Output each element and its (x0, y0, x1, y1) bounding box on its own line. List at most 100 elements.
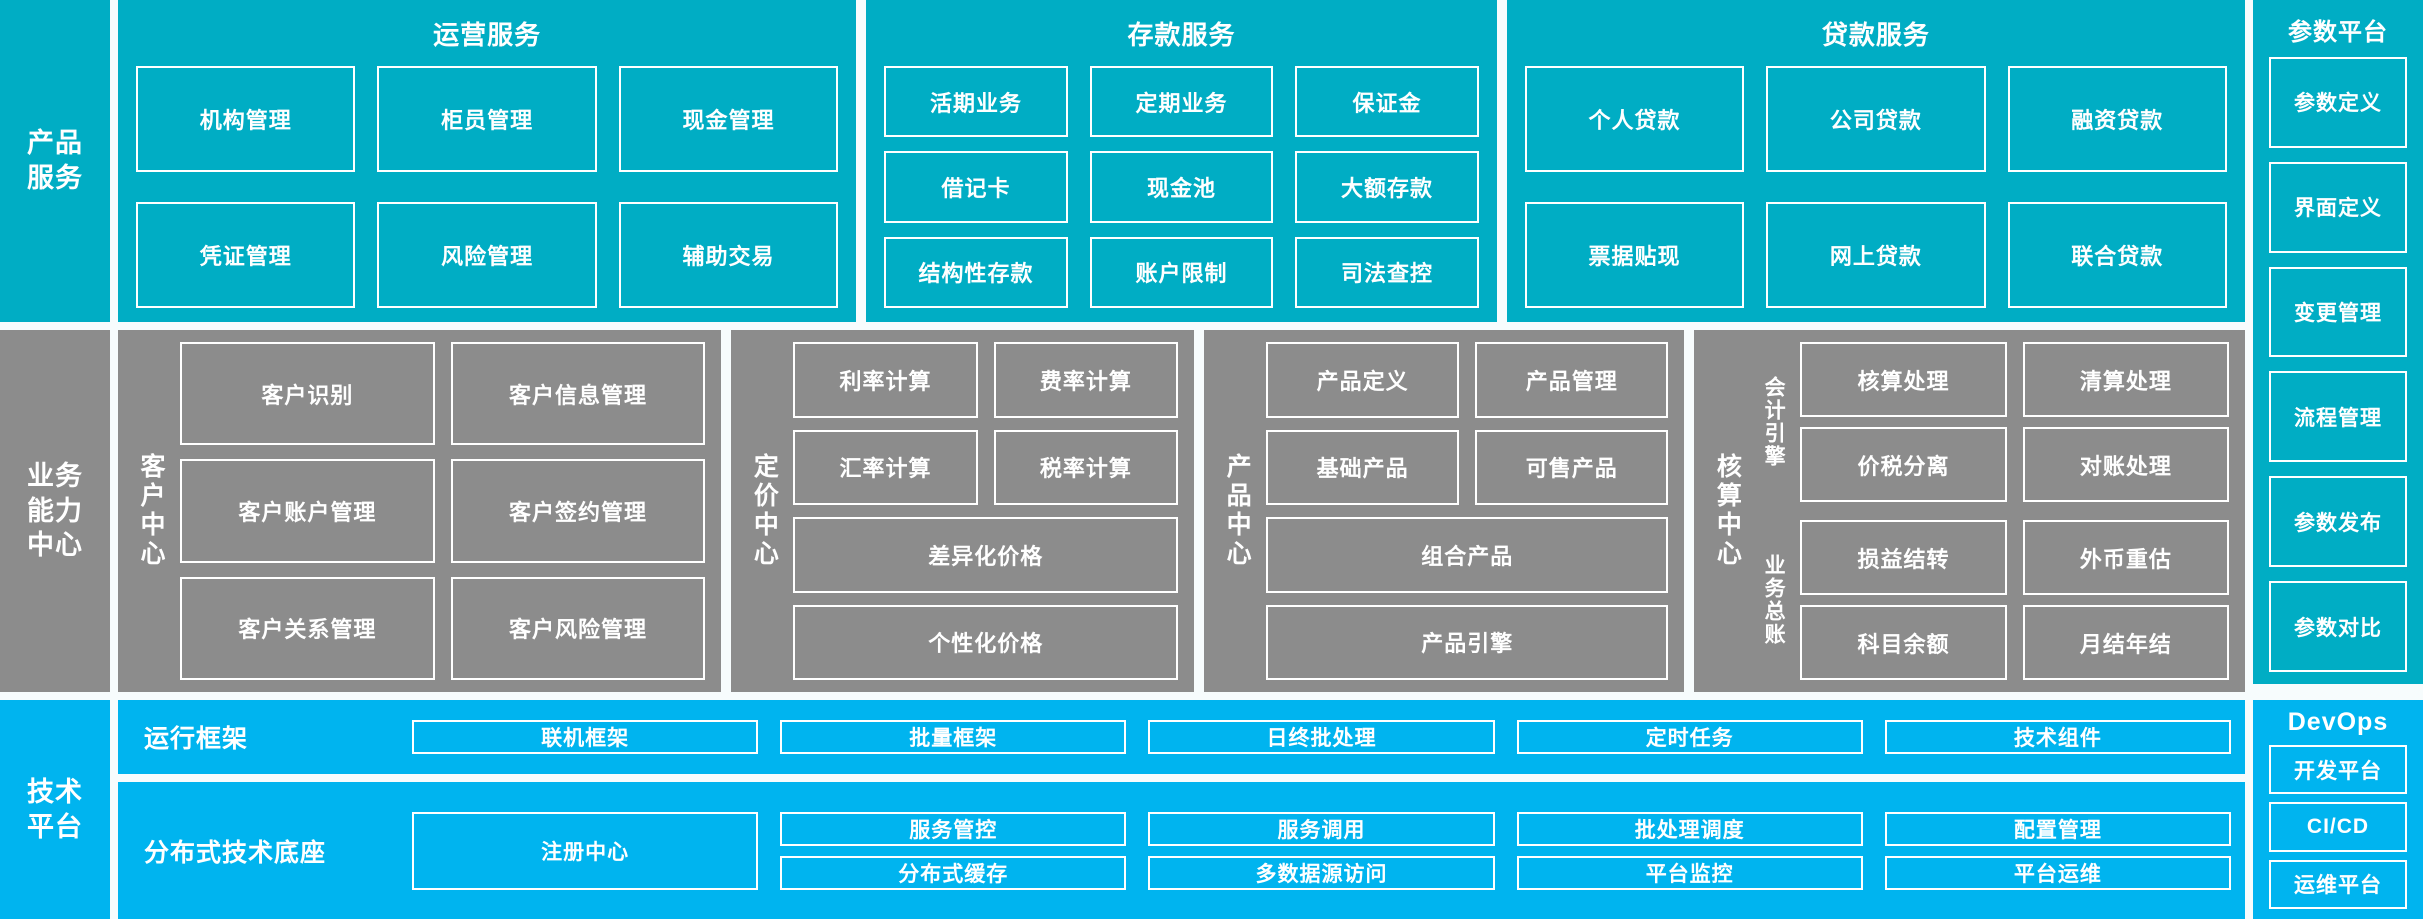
accounting-subgroup-engine: 会计引擎 核算处理 清算处理 价税分离 对账处理 (1756, 342, 2229, 502)
panel-title-parameter-platform: 参数平台 (2288, 19, 2388, 46)
cell-personal-loan[interactable]: 个人贷款 (1524, 66, 1745, 172)
strip-distributed-base: 分布式技术底座 注册中心 服务管控 服务调用 批处理调度 配置管理 分布式缓存 … (118, 782, 2245, 919)
pricing-row-4: 个性化价格 (793, 604, 1179, 680)
spine-line-1: 业务 (27, 461, 83, 492)
cell-cash-pool[interactable]: 现金池 (1089, 151, 1274, 223)
cell-margin-deposit[interactable]: 保证金 (1295, 66, 1479, 138)
panel-product-center: 产品中心 产品定义 产品管理 基础产品 可售产品 组合产品 产品引擎 (1204, 330, 1685, 692)
cell-dev-platform[interactable]: 开发平台 (2269, 745, 2407, 795)
spine-line-1: 产品 (27, 128, 83, 159)
cell-change-management[interactable]: 变更管理 (2269, 266, 2407, 358)
cell-bill-discount[interactable]: 票据贴现 (1524, 202, 1745, 308)
cell-risk-management[interactable]: 风险管理 (377, 202, 597, 308)
spine-line-2: 能力 (27, 495, 83, 526)
cell-multi-datasource-access[interactable]: 多数据源访问 (1148, 855, 1495, 890)
cell-product-engine[interactable]: 产品引擎 (1266, 604, 1669, 680)
cell-online-framework[interactable]: 联机框架 (412, 720, 759, 754)
cell-cash-management[interactable]: 现金管理 (618, 66, 839, 172)
cell-ci-cd[interactable]: CI/CD (2269, 802, 2407, 852)
cell-tech-components[interactable]: 技术组件 (1884, 720, 2231, 754)
cell-personalized-price[interactable]: 个性化价格 (793, 604, 1179, 680)
cell-financing-loan[interactable]: 融资贷款 (2007, 66, 2227, 172)
cell-fx-revaluation[interactable]: 外币重估 (2022, 520, 2229, 595)
cell-structured-deposit[interactable]: 结构性存款 (884, 236, 1068, 308)
cell-auxiliary-trade[interactable]: 辅助交易 (618, 202, 839, 308)
cell-scheduled-task[interactable]: 定时任务 (1516, 720, 1863, 754)
cell-product-definition[interactable]: 产品定义 (1266, 342, 1460, 418)
cell-profit-loss-carryover[interactable]: 损益结转 (1800, 520, 2007, 595)
strip-label-runtime-framework: 运行框架 (144, 725, 249, 753)
cell-corporate-loan[interactable]: 公司贷款 (1766, 66, 1986, 172)
cell-accounting-processing[interactable]: 核算处理 (1800, 342, 2007, 417)
cell-combined-product[interactable]: 组合产品 (1266, 517, 1669, 593)
cell-account-restriction[interactable]: 账户限制 (1089, 236, 1274, 308)
cell-distributed-cache[interactable]: 分布式缓存 (780, 855, 1127, 890)
cell-platform-operations[interactable]: 平台运维 (1884, 855, 2231, 890)
panel-title-operation-services: 运营服务 (433, 20, 542, 50)
cell-sellable-product[interactable]: 可售产品 (1475, 429, 1669, 505)
cell-account-balance[interactable]: 科目余额 (1800, 605, 2007, 680)
cell-large-deposit[interactable]: 大额存款 (1295, 151, 1479, 223)
cell-fee-rate-calc[interactable]: 费率计算 (993, 342, 1179, 418)
cell-differentiated-price[interactable]: 差异化价格 (793, 517, 1179, 593)
cell-ops-platform[interactable]: 运维平台 (2269, 859, 2407, 909)
cell-platform-monitoring[interactable]: 平台监控 (1516, 855, 1863, 890)
product-services-row: 产品 服务 运营服务 机构管理 柜员管理 现金管理 凭证管理 风险管理 辅助交易… (0, 0, 2423, 684)
cell-service-invocation[interactable]: 服务调用 (1148, 811, 1495, 846)
cell-month-year-end-close[interactable]: 月结年结 (2022, 605, 2229, 680)
panel-loan-services: 贷款服务 个人贷款 公司贷款 融资贷款 票据贴现 网上贷款 联合贷款 (1506, 0, 2245, 322)
product-row-3: 组合产品 (1266, 517, 1669, 593)
operation-services-grid: 机构管理 柜员管理 现金管理 凭证管理 风险管理 辅助交易 (136, 66, 839, 308)
cell-org-management[interactable]: 机构管理 (136, 66, 356, 172)
accounting-subgroup-ledger: 业务总账 损益结转 外币重估 科目余额 月结年结 (1756, 520, 2229, 680)
cell-customer-account-mgmt[interactable]: 客户账户管理 (180, 459, 435, 563)
cell-config-management[interactable]: 配置管理 (1884, 811, 2231, 846)
product-center-body: 产品定义 产品管理 基础产品 可售产品 组合产品 产品引擎 (1266, 342, 1669, 680)
cell-reconciliation[interactable]: 对账处理 (2022, 427, 2229, 502)
cell-batch-scheduling[interactable]: 批处理调度 (1516, 811, 1863, 846)
cell-time-deposit[interactable]: 定期业务 (1089, 66, 1274, 138)
parameter-platform-spacer (2253, 330, 2423, 692)
cell-interest-rate-calc[interactable]: 利率计算 (793, 342, 978, 418)
vlabel-accounting-center: 核算中心 (1713, 453, 1742, 569)
cell-customer-identification[interactable]: 客户识别 (180, 342, 435, 446)
cell-demand-deposit[interactable]: 活期业务 (884, 66, 1068, 138)
panel-deposit-services: 存款服务 活期业务 定期业务 保证金 借记卡 现金池 大额存款 结构性存款 账户… (866, 0, 1497, 322)
cell-eod-batch[interactable]: 日终批处理 (1148, 720, 1495, 754)
cell-settlement-processing[interactable]: 清算处理 (2022, 342, 2229, 417)
cell-price-tax-separation[interactable]: 价税分离 (1800, 427, 2007, 502)
panel-customer-center: 客户中心 客户识别 客户信息管理 客户账户管理 客户签约管理 客户关系管理 客户… (118, 330, 722, 692)
cell-ui-definition[interactable]: 界面定义 (2269, 161, 2407, 253)
cell-parameter-release[interactable]: 参数发布 (2269, 476, 2407, 568)
cell-batch-framework[interactable]: 批量框架 (780, 720, 1127, 754)
panel-operation-services: 运营服务 机构管理 柜员管理 现金管理 凭证管理 风险管理 辅助交易 (118, 0, 857, 322)
cell-parameter-definition[interactable]: 参数定义 (2269, 57, 2407, 148)
cell-judicial-control[interactable]: 司法查控 (1295, 236, 1479, 308)
customer-center-grid: 客户识别 客户信息管理 客户账户管理 客户签约管理 客户关系管理 客户风险管理 (180, 342, 706, 680)
cell-process-management[interactable]: 流程管理 (2269, 371, 2407, 463)
cell-voucher-management[interactable]: 凭证管理 (136, 202, 356, 308)
cell-online-loan[interactable]: 网上贷款 (1766, 202, 1986, 308)
cell-parameter-compare[interactable]: 参数对比 (2269, 581, 2407, 672)
cell-customer-risk-mgmt[interactable]: 客户风险管理 (450, 576, 706, 680)
cell-tax-rate-calc[interactable]: 税率计算 (993, 429, 1179, 505)
vlabel-pricing-center: 定价中心 (750, 453, 779, 569)
spine-line-2: 平台 (27, 811, 83, 842)
panel-title-devops: DevOps (2287, 708, 2389, 736)
cell-customer-relation-mgmt[interactable]: 客户关系管理 (180, 576, 435, 680)
cell-teller-management[interactable]: 柜员管理 (377, 66, 597, 172)
cell-exchange-rate-calc[interactable]: 汇率计算 (793, 429, 978, 505)
technology-platform-spine-label: 技术 平台 (0, 700, 110, 919)
loan-services-grid: 个人贷款 公司贷款 融资贷款 票据贴现 网上贷款 联合贷款 (1524, 66, 2227, 308)
cell-basic-product[interactable]: 基础产品 (1266, 429, 1460, 505)
cell-syndicated-loan[interactable]: 联合贷款 (2007, 202, 2227, 308)
cell-customer-info-mgmt[interactable]: 客户信息管理 (450, 342, 706, 446)
cell-registry-center[interactable]: 注册中心 (412, 811, 759, 890)
cell-product-management[interactable]: 产品管理 (1475, 342, 1669, 418)
cell-customer-contract-mgmt[interactable]: 客户签约管理 (450, 459, 706, 563)
cell-debit-card[interactable]: 借记卡 (884, 151, 1068, 223)
vlabel-accounting-engine: 会计引擎 (1762, 376, 1786, 468)
panel-devops: DevOps 开发平台 CI/CD 运维平台 (2253, 700, 2423, 919)
cell-service-governance[interactable]: 服务管控 (780, 811, 1127, 846)
